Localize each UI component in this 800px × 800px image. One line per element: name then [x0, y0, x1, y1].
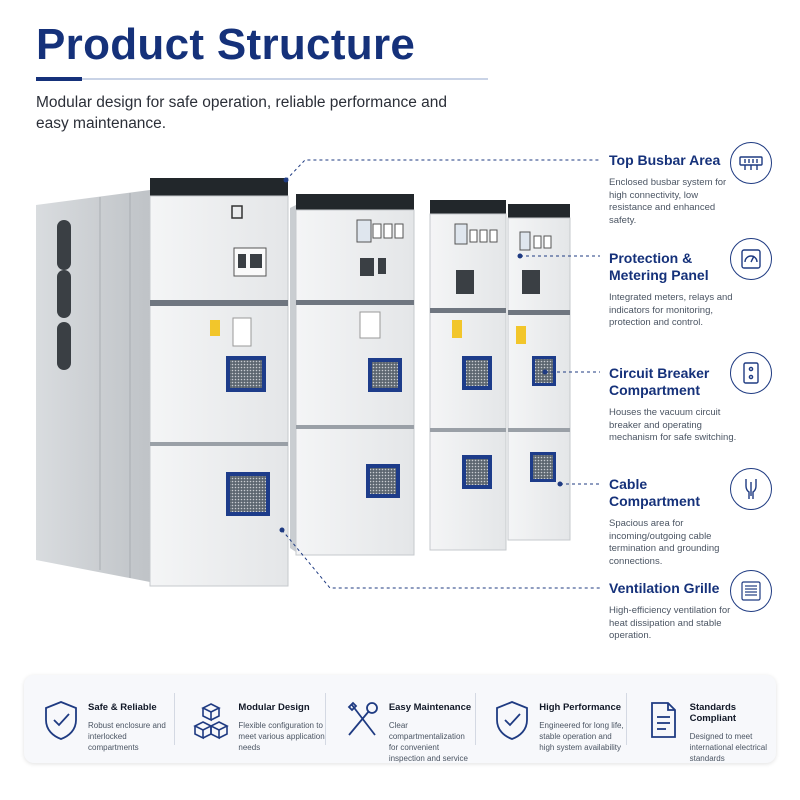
- breaker-icon: [730, 352, 772, 394]
- shield-check-icon: [42, 699, 80, 741]
- document-icon: [644, 699, 682, 741]
- cable-icon: [730, 468, 772, 510]
- callout-protection-metering-panel: Protection & Metering Panel Integrated m…: [609, 250, 739, 330]
- callout-title: Ventilation Grille: [609, 580, 720, 596]
- cabinet-main: [36, 178, 289, 587]
- grille-icon: [730, 570, 772, 612]
- feature-description: Flexible configuration to meet various a…: [238, 721, 325, 752]
- meter-gauge-icon: [730, 238, 772, 280]
- title-divider: [36, 77, 488, 81]
- callout-title: Cable Compartment: [609, 476, 701, 509]
- page-title: Product Structure: [36, 20, 416, 69]
- feature-title: Safe & Reliable: [88, 702, 157, 713]
- feature-safe-reliable: Safe & Reliable Robust enclosure and int…: [24, 687, 174, 752]
- feature-easy-maintenance: Easy Maintenance Clear compartmentalizat…: [324, 687, 475, 763]
- feature-title: High Performance: [539, 702, 622, 713]
- callout-cable-compartment: Cable Compartment Spacious area for inco…: [609, 476, 739, 568]
- callout-circuit-breaker-compartment: Circuit Breaker Compartment Houses the v…: [609, 365, 739, 445]
- callout-top-busbar-area: Top Busbar Area Enclosed busbar system f…: [609, 152, 739, 227]
- callout-description: High-efficiency ventilation for heat dis…: [609, 605, 731, 641]
- feature-description: Clear compartmentalization for convenien…: [388, 721, 468, 763]
- modular-cubes-icon: [192, 699, 230, 741]
- feature-title: Standards Compliant: [689, 702, 737, 724]
- feature-description: Robust enclosure and interlocked compart…: [88, 721, 166, 752]
- feature-description: Designed to meet international electrica…: [689, 732, 767, 763]
- callout-description: Integrated meters, relays and indicators…: [609, 292, 733, 328]
- callout-title: Circuit Breaker Compartment: [609, 365, 710, 398]
- callout-title: Top Busbar Area: [609, 152, 721, 168]
- tools-icon: [343, 699, 381, 741]
- feature-standards-compliant: Standards Compliant Designed to meet int…: [625, 687, 776, 763]
- feature-high-performance: High Performance Engineered for long lif…: [475, 687, 625, 752]
- callout-description: Spacious area for incoming/outgoing cabl…: [609, 518, 720, 567]
- switchgear-illustration: [36, 159, 600, 589]
- features-bar: Safe & Reliable Robust enclosure and int…: [24, 675, 776, 763]
- page-subtitle: Modular design for safe operation, relia…: [36, 94, 447, 132]
- feature-title: Easy Maintenance: [388, 702, 472, 713]
- cabinet-third: [429, 200, 507, 551]
- callout-description: Houses the vacuum circuit breaker and op…: [609, 407, 737, 443]
- cabinet-second: [290, 194, 415, 556]
- feature-modular-design: Modular Design Flexible configuration to…: [174, 687, 325, 752]
- feature-description: Engineered for long life, stable operati…: [539, 721, 624, 752]
- shield-check-icon: [493, 699, 531, 741]
- callout-title: Protection & Metering Panel: [609, 250, 709, 283]
- callout-ventilation-grille: Ventilation Grille High-efficiency venti…: [609, 580, 739, 643]
- callout-description: Enclosed busbar system for high connecti…: [609, 177, 727, 226]
- cabinet-fourth: [507, 204, 571, 541]
- callout-leader-lines: [281, 159, 600, 589]
- busbar-icon: [730, 142, 772, 184]
- feature-title: Modular Design: [238, 702, 310, 713]
